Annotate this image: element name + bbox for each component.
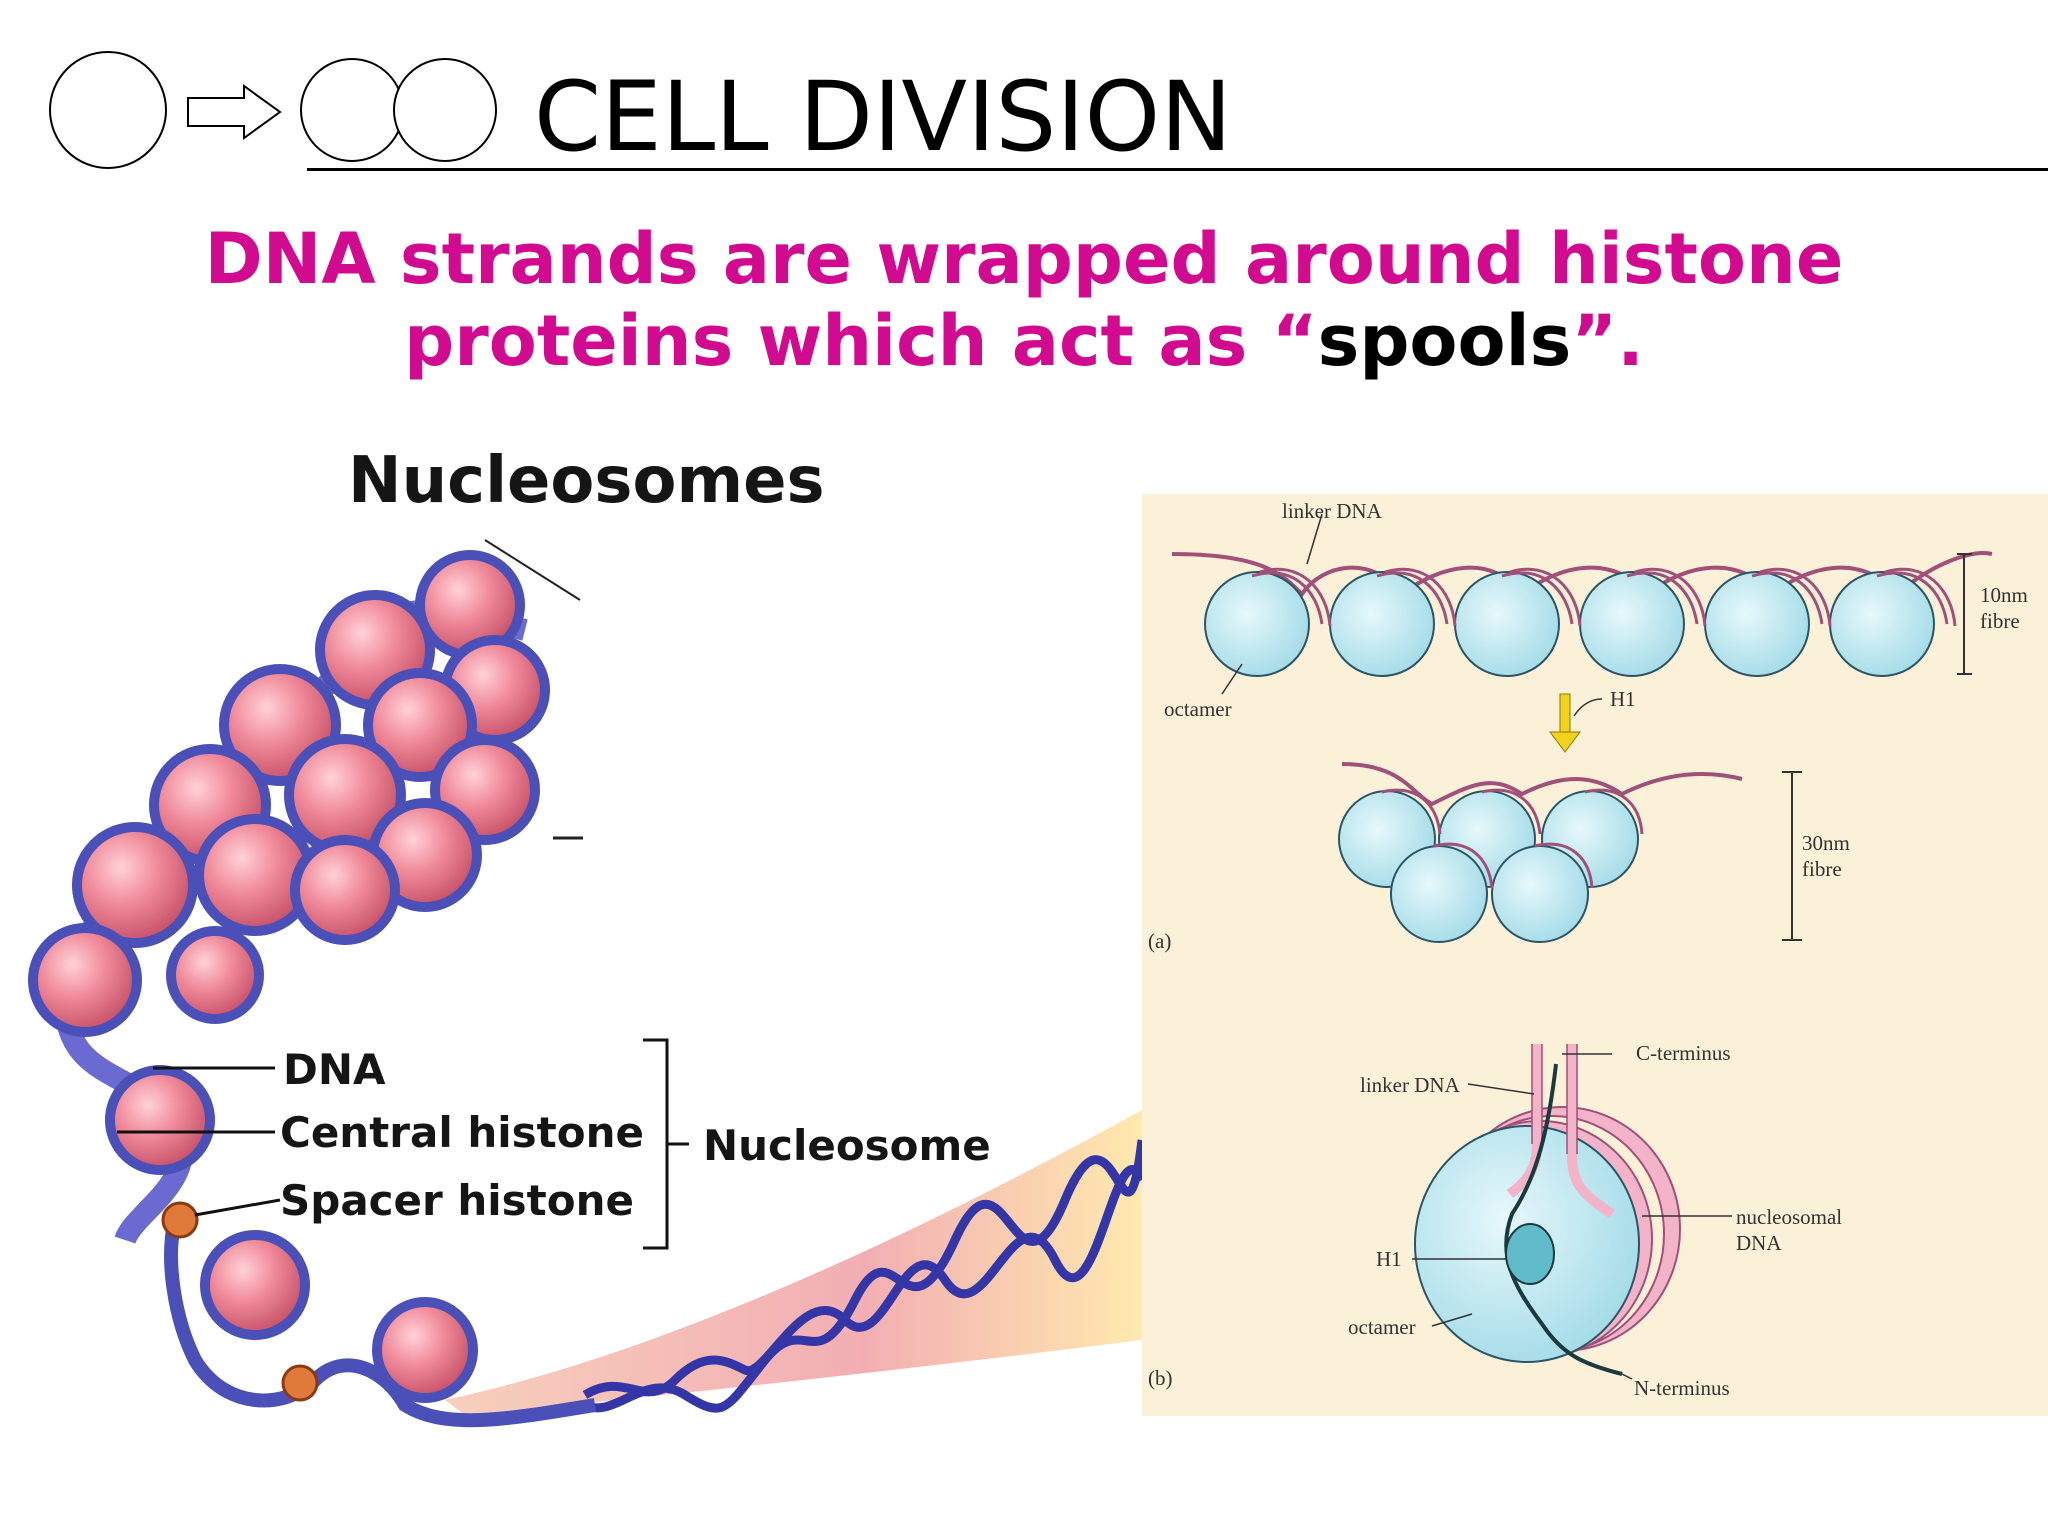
chromatin-fiber xyxy=(28,550,550,1403)
label-c-terminus: C-terminus xyxy=(1636,1041,1731,1065)
daughter-cell-left-icon xyxy=(300,58,404,162)
daughter-cell-right-icon xyxy=(393,58,497,162)
subtitle-line-2-pink: proteins which act as “ xyxy=(404,300,1318,382)
label-nucleosome: Nucleosome xyxy=(703,1121,991,1170)
label-10nm-fibre: fibre xyxy=(1980,609,2020,633)
label-nucleosomal: nucleosomal xyxy=(1736,1205,1842,1229)
nucleosome-detail xyxy=(1412,1044,1732,1380)
label-dna: DNA xyxy=(283,1045,386,1094)
label-h1-a: H1 xyxy=(1610,687,1636,711)
label-linker-dna-a: linker DNA xyxy=(1282,499,1383,523)
arrow-right-icon xyxy=(187,84,282,140)
nucleosome-bracket xyxy=(643,1038,669,1250)
pointer-line-top xyxy=(484,539,581,601)
label-linker-dna-b: linker DNA xyxy=(1360,1073,1461,1097)
page-title: CELL DIVISION xyxy=(534,61,1233,173)
subtitle-line-2: proteins which act as “spools”. xyxy=(150,300,1898,382)
label-n-terminus: N-terminus xyxy=(1634,1376,1730,1400)
label-10nm: 10nm xyxy=(1980,583,2028,607)
label-octamer-b: octamer xyxy=(1348,1315,1416,1339)
ten-nm-fibre xyxy=(1171,513,1993,695)
dna-double-helix-tail xyxy=(445,1110,1147,1415)
thirty-nm-fibre xyxy=(1338,762,1802,943)
single-cell-icon xyxy=(49,51,167,169)
spacer-histone-bead xyxy=(161,1201,199,1239)
nucleosome-illustration: Nucleosomes xyxy=(25,420,1147,1444)
label-spacer-histone: Spacer histone xyxy=(280,1176,634,1225)
label-octamer-a: octamer xyxy=(1164,697,1232,721)
spacer-histone-pointer xyxy=(194,1198,281,1217)
subtitle: DNA strands are wrapped around histone p… xyxy=(150,218,1898,382)
subtitle-spools-word: spools xyxy=(1317,300,1572,382)
label-h1-b: H1 xyxy=(1376,1247,1402,1271)
nucleosomes-heading: Nucleosomes xyxy=(348,444,825,518)
chromatin-fibre-diagram: linker DNA octamer H1 10nm fibre 30nm fi… xyxy=(1142,494,2048,1416)
spacer-histone-bead-2 xyxy=(281,1364,319,1402)
title-underline xyxy=(307,168,2048,171)
panel-a-tag: (a) xyxy=(1148,929,1171,953)
arrow-down-icon xyxy=(1549,693,1581,753)
label-nucleosomal-dna: DNA xyxy=(1736,1231,1782,1255)
cell-division-logo xyxy=(48,48,508,177)
subtitle-line-2-end: ”. xyxy=(1571,300,1644,382)
label-30nm: 30nm xyxy=(1802,831,1850,855)
label-central-histone: Central histone xyxy=(280,1108,644,1157)
subtitle-line-1: DNA strands are wrapped around histone xyxy=(204,218,1844,300)
label-30nm-fibre: fibre xyxy=(1802,857,1842,881)
panel-b-tag: (b) xyxy=(1148,1366,1173,1390)
